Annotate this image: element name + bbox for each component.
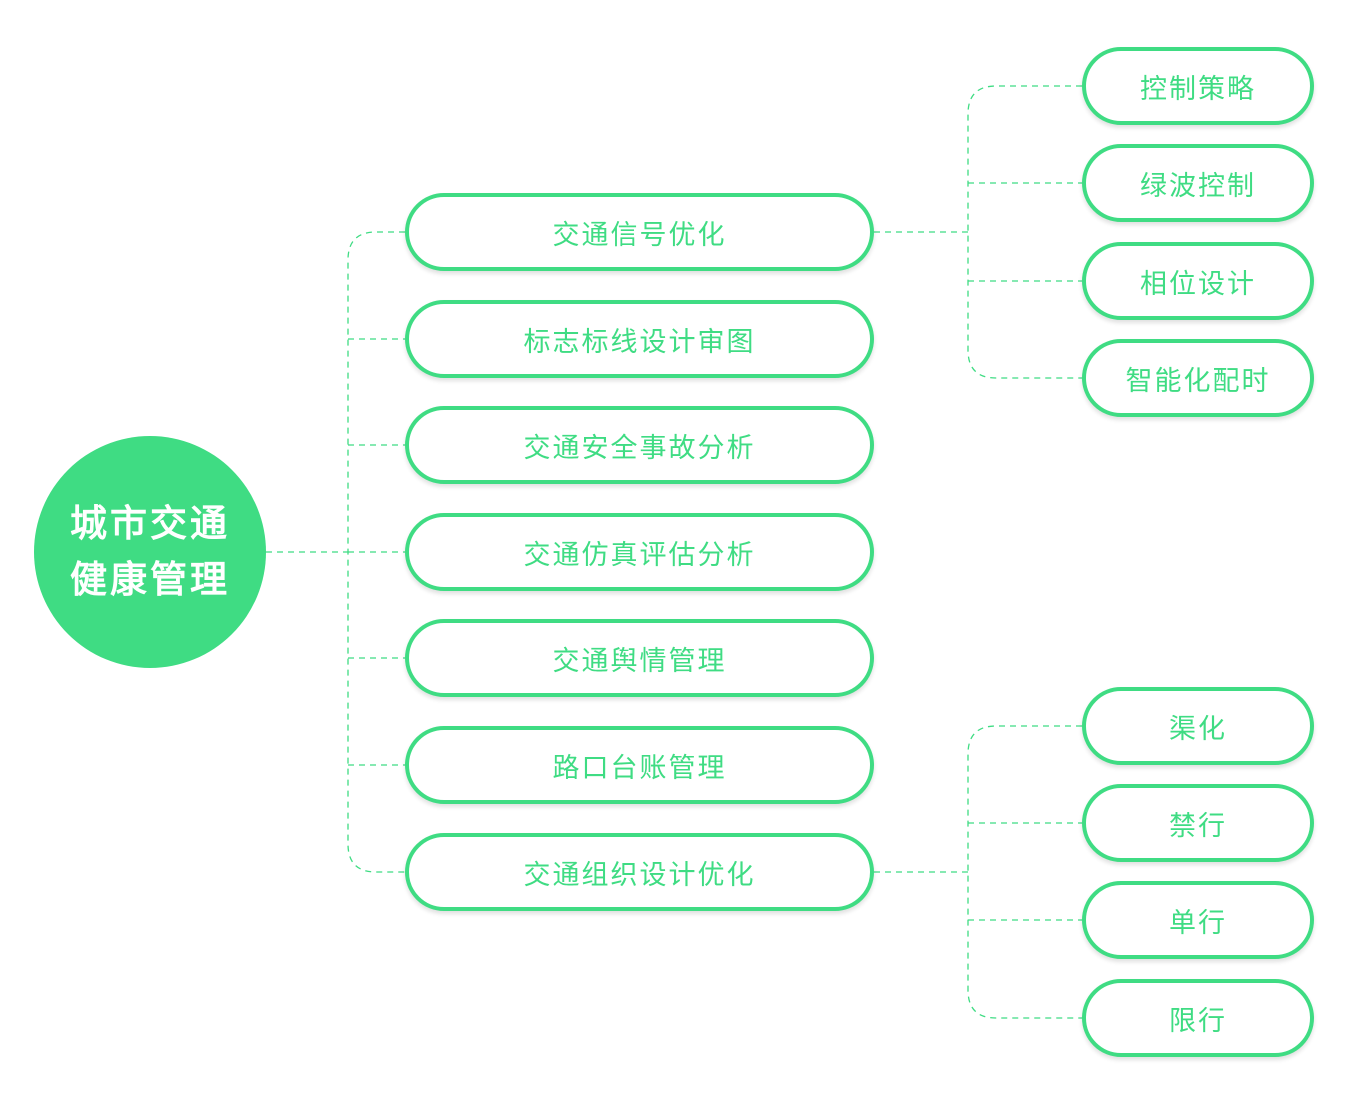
branch-node-intersection-ledger[interactable]: 路口台账管理	[405, 726, 874, 804]
leaf-node-control-strategy[interactable]: 控制策略	[1082, 47, 1314, 125]
branch-node-signal-optimization[interactable]: 交通信号优化	[405, 193, 874, 271]
leaf-node-smart-timing[interactable]: 智能化配时	[1082, 339, 1314, 417]
leaf-node-one-way[interactable]: 单行	[1082, 881, 1314, 959]
branch-node-simulation-analysis[interactable]: 交通仿真评估分析	[405, 513, 874, 591]
leaf-node-phase-design[interactable]: 相位设计	[1082, 242, 1314, 320]
leaf-node-green-wave[interactable]: 绿波控制	[1082, 144, 1314, 222]
leaf-node-restricted[interactable]: 限行	[1082, 979, 1314, 1057]
branch-node-public-opinion[interactable]: 交通舆情管理	[405, 619, 874, 697]
branch-node-accident-analysis[interactable]: 交通安全事故分析	[405, 406, 874, 484]
branch-node-organization-design[interactable]: 交通组织设计优化	[405, 833, 874, 911]
leaf-node-channelization[interactable]: 渠化	[1082, 687, 1314, 765]
leaf-node-prohibited[interactable]: 禁行	[1082, 784, 1314, 862]
branch-node-marking-review[interactable]: 标志标线设计审图	[405, 300, 874, 378]
root-title-line1: 城市交通	[70, 502, 230, 545]
root-title-line2: 健康管理	[70, 558, 230, 601]
root-node: 城市交通 健康管理	[34, 436, 266, 668]
